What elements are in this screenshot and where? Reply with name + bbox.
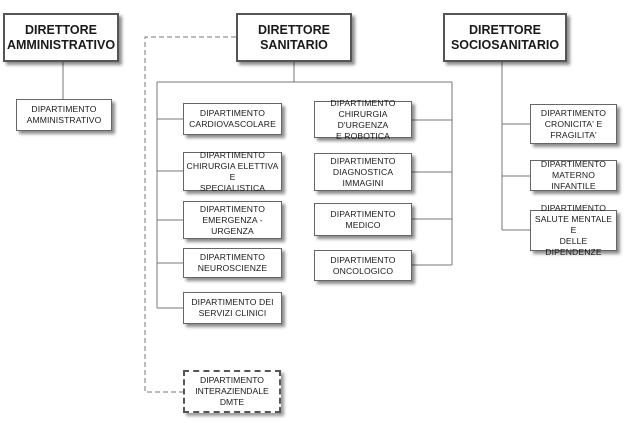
dept-oncologico-box: DIPARTIMENTO ONCOLOGICO [314, 250, 412, 281]
dept-interaziendale-dmte-box: DIPARTIMENTO INTERAZIENDALE DMTE [183, 370, 281, 413]
dept-neuroscienze-box: DIPARTIMENTO NEUROSCIENZE [183, 248, 282, 278]
dept-medico-box: DIPARTIMENTO MEDICO [314, 203, 412, 236]
dept-servizi-clinici-box: DIPARTIMENTO DEI SERVIZI CLINICI [183, 292, 282, 324]
dept-salute-mentale-box: DIPARTIMENTO SALUTE MENTALE E DELLE DIPE… [530, 203, 617, 257]
dept-cronicita-fragilita-box: DIPARTIMENTO CRONICITA' E FRAGILITA' [530, 104, 617, 144]
dept-chirurgia-elettiva-box: DIPARTIMENTO CHIRURGIA ELETTIVA E SPECIA… [183, 150, 282, 193]
director-sanitario-box: DIRETTORE SANITARIO [236, 13, 352, 62]
dept-cardiovascolare-box: DIPARTIMENTO CARDIOVASCOLARE [183, 103, 282, 135]
dept-diagnostica-immagini-box: DIPARTIMENTO DIAGNOSTICA IMMAGINI [314, 153, 412, 191]
dept-amministrativo-box: DIPARTIMENTO AMMINISTRATIVO [16, 99, 112, 131]
dept-chirurgia-urgenza-robotica-box: DIPARTIMENTO CHIRURGIA D'URGENZA E ROBOT… [314, 98, 412, 141]
dept-emergenza-urgenza-box: DIPARTIMENTO EMERGENZA - URGENZA [183, 201, 282, 239]
director-sociosanitario-box: DIRETTORE SOCIOSANITARIO [443, 13, 567, 62]
director-amministrativo-box: DIRETTORE AMMINISTRATIVO [3, 13, 119, 62]
dept-materno-infantile-box: DIPARTIMENTO MATERNO INFANTILE [530, 159, 617, 191]
